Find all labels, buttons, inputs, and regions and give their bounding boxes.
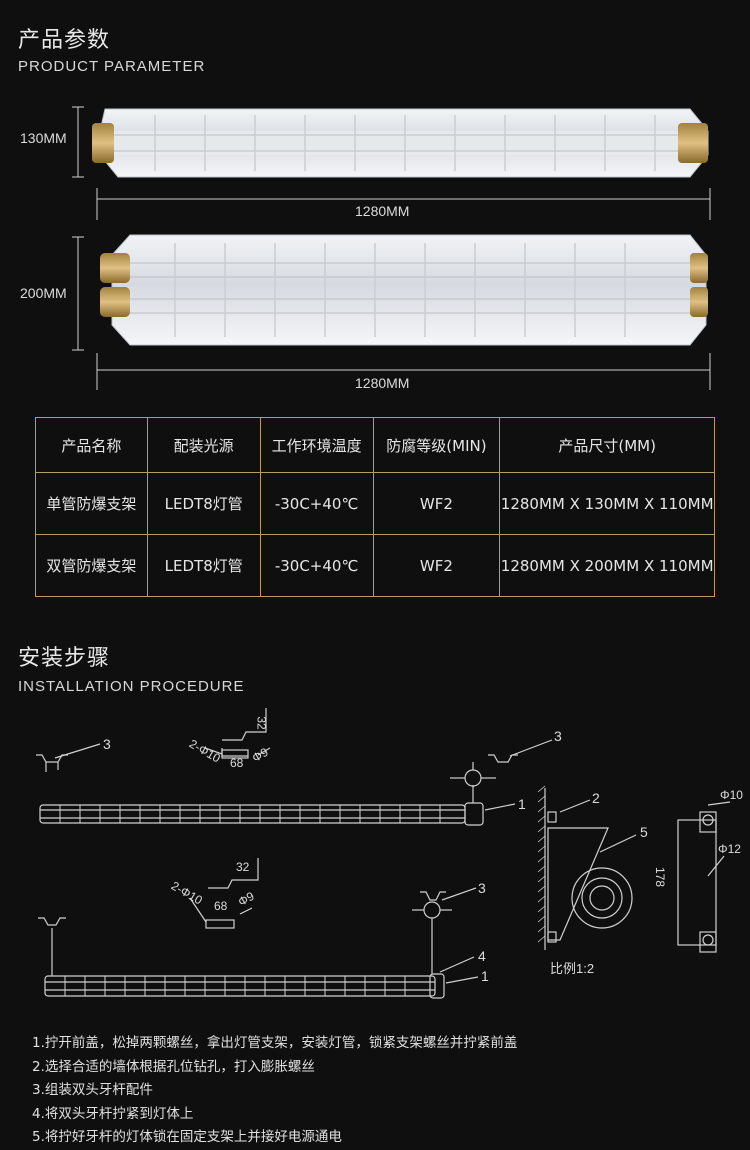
callout-4: 4 [478,948,486,964]
end-plate-drawing [677,801,731,953]
dimension-32-top: 32 [254,716,269,730]
installation-diagram [36,708,731,999]
callout-1-bottom: 1 [481,968,489,984]
table-cell: WF2 [372,534,501,597]
step-item: 1.拧开前盖，松掉两颗螺丝，拿出灯管支架，安装灯管，锁紧支架螺丝并拧紧前盖 [32,1035,518,1051]
callout-2: 2 [592,790,600,806]
table-cell: 1280MM X 200MM X 110MM [499,534,715,597]
step-item: 3.组装双头牙杆配件 [32,1082,153,1098]
dimension-68-bottom: 68 [214,899,228,913]
table-cell: -30C+40℃ [259,534,374,597]
bottom-fixture-drawing [38,858,479,999]
dimension-178: 178 [653,866,668,888]
table-header-cell: 防腐等级(MIN) [372,417,501,473]
table-cell: LEDT8灯管 [146,534,261,597]
table-row: 双管防爆支架 LEDT8灯管 -30C+40℃ WF2 1280MM X 200… [35,534,715,597]
phi10-label: Φ10 [720,788,743,802]
double-height-dimension: 200MM [20,285,67,301]
product-parameter-subtitle: PRODUCT PARAMETER [18,58,206,75]
product-parameter-title: 产品参数 [18,28,111,53]
table-header-cell: 工作环境温度 [259,417,374,473]
table-cell: 单管防爆支架 [35,472,148,535]
dimension-68-top: 68 [230,756,244,770]
table-cell: LEDT8灯管 [146,472,261,535]
table-header-cell: 产品尺寸(MM) [499,417,715,473]
table-header-cell: 产品名称 [35,417,148,473]
table-cell: 1280MM X 130MM X 110MM [499,472,715,535]
table-cell: 双管防爆支架 [35,534,148,597]
single-length-dimension: 1280MM [355,203,410,219]
step-item: 4.将双头牙杆拧紧到灯体上 [32,1105,194,1122]
callout-5: 5 [640,824,648,840]
installation-title: 安装步骤 [18,646,111,671]
top-fixture-drawing [36,708,553,826]
step-item: 2.选择合适的墙体根据孔位钻孔，打入膨胀螺丝 [32,1058,315,1075]
callout-3-top-right: 3 [554,728,562,744]
installation-steps: 1.拧开前盖，松掉两颗螺丝，拿出灯管支架，安装灯管，锁紧支架螺丝并拧紧前盖 2.… [32,1032,517,1150]
double-length-dimension: 1280MM [355,375,410,391]
installation-subtitle: INSTALLATION PROCEDURE [18,678,245,695]
callout-1-top: 1 [518,796,526,812]
wall-mount-side-drawing [537,785,637,950]
table-row: 单管防爆支架 LEDT8灯管 -30C+40℃ WF2 1280MM X 130… [35,472,715,535]
scale-label: 比例1:2 [550,961,595,976]
table-cell: -30C+40℃ [259,472,374,535]
table-cell: WF2 [372,472,501,535]
phi12-label: Φ12 [718,842,741,856]
parameter-table: 产品名称 配装光源 工作环境温度 防腐等级(MIN) 产品尺寸(MM) 单管防爆… [35,417,715,597]
double-tube-fixture-image [72,234,711,390]
callout-3-top-left: 3 [103,736,111,752]
table-header-row: 产品名称 配装光源 工作环境温度 防腐等级(MIN) 产品尺寸(MM) [35,417,715,473]
dimension-32-bottom: 32 [236,860,250,874]
callout-3-bottom: 3 [478,880,486,896]
table-header-cell: 配装光源 [146,417,261,473]
single-height-dimension: 130MM [20,130,67,146]
step-item: 5.将拧好牙杆的灯体锁在固定支架上并接好电源通电 [32,1129,342,1145]
single-tube-fixture-image [72,106,711,220]
